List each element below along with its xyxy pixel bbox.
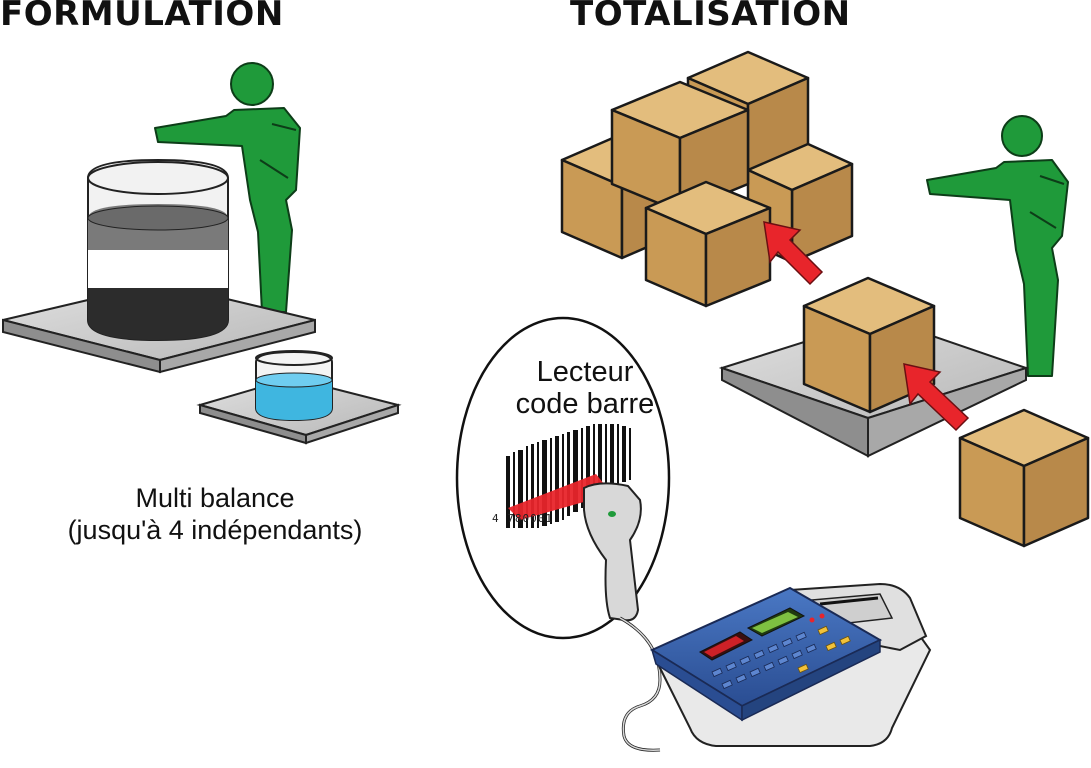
person-icon [926,115,1069,377]
box-on-scale-icon [802,276,936,414]
barcode-digits: 4 780001 [492,512,553,525]
formulation-heading: FORMULATION [0,0,284,34]
barcode-scanner-icon [583,482,662,752]
barcode-icon [506,424,631,528]
liquid-beaker-icon [255,350,333,422]
totalisation-heading: TOTALISATION [570,0,851,34]
box-stack-icon [560,50,854,308]
weighing-terminal-icon [649,582,932,747]
scanner-label-line1: Lecteur [536,356,634,388]
caption-line1: Multi balance [135,483,295,513]
arrow-to-stack-icon [763,221,824,286]
scanner-label: Lecteur code barre [470,356,700,420]
arrow-to-scale-icon [903,363,970,432]
scan-beam-icon [508,474,612,520]
caption-line2: (jusqu'à 4 indépendants) [67,515,363,545]
incoming-box-icon [958,408,1090,548]
multi-balance-caption: Multi balance (jusqu'à 4 indépendants) [0,482,430,546]
scanner-label-line2: code barre [515,388,655,420]
drum-beaker-icon [87,158,229,342]
